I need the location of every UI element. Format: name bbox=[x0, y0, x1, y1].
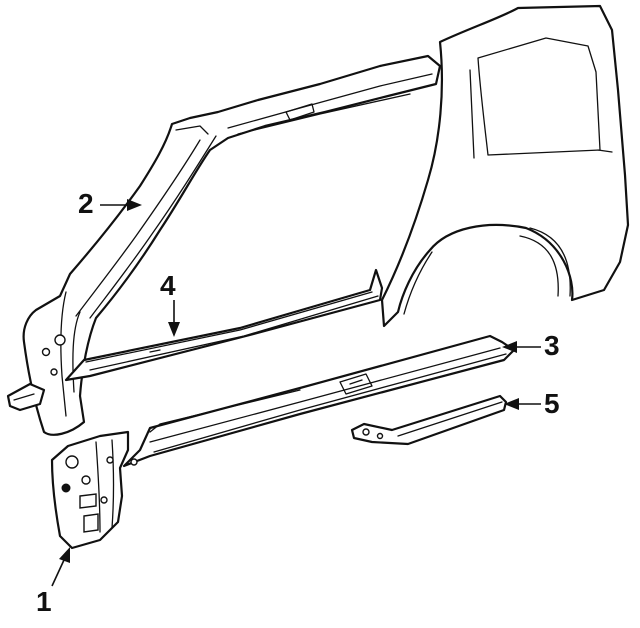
callout-5: 5 bbox=[544, 388, 560, 419]
leader-line-5 bbox=[504, 398, 541, 410]
leader-line-4 bbox=[168, 300, 180, 337]
leader-line-3 bbox=[502, 341, 541, 353]
quarter-panel bbox=[380, 4, 630, 328]
part-2-pillar-and-roof-rail bbox=[6, 54, 442, 436]
part-1-hinge-pillar-reinforcement bbox=[50, 430, 130, 550]
leader-line-2 bbox=[100, 199, 142, 211]
part-3-outer-rocker bbox=[122, 334, 516, 468]
callout-3: 3 bbox=[544, 330, 560, 361]
leader-line-1 bbox=[51, 547, 70, 587]
callout-1: 1 bbox=[36, 586, 52, 617]
part-4-inner-rocker bbox=[64, 268, 384, 382]
callout-2: 2 bbox=[78, 188, 94, 219]
part-5-bracket bbox=[350, 394, 508, 446]
callout-4: 4 bbox=[160, 270, 176, 301]
